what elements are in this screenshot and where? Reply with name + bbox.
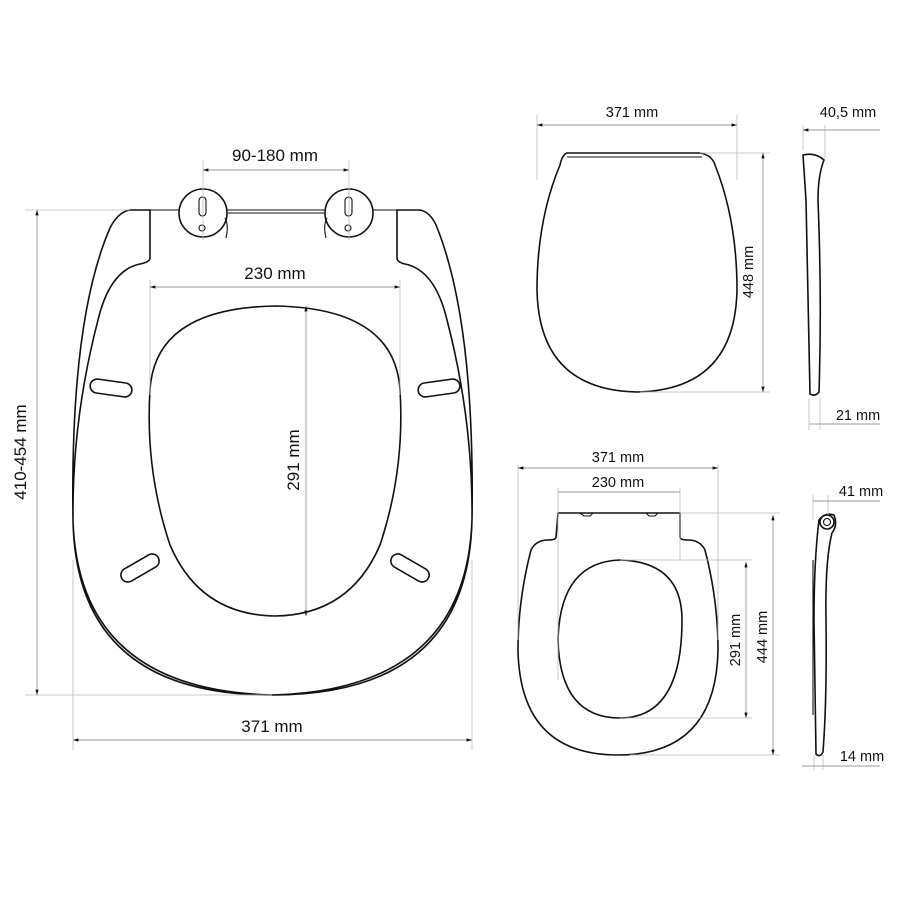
lid-profile: 40,5 mm 21 mm (802, 105, 880, 430)
label-opening-width: 230 mm (244, 264, 305, 283)
bumper-slot-lower-left (120, 553, 160, 583)
seat-profile: 41 mm 14 mm (802, 484, 884, 770)
bumper-slot-upper-left (89, 378, 133, 398)
label-seat-small-opening: 291 mm (728, 614, 744, 666)
label-seat-top-thickness: 41 mm (839, 484, 883, 500)
label-seat-small-width: 371 mm (592, 450, 644, 466)
label-lid-top-thickness: 40,5 mm (820, 105, 876, 121)
seat-small-opening (557, 559, 683, 719)
label-seat-bottom-thickness: 14 mm (840, 749, 884, 765)
label-lid-length: 448 mm (741, 246, 757, 298)
seat-inner-opening (148, 305, 402, 617)
seat-outline (71, 209, 474, 696)
label-seat-small-length: 444 mm (755, 611, 771, 663)
label-hinge-plate-width: 230 mm (592, 475, 644, 491)
seat-view: 371 mm 230 mm 291 mm 444 mm (517, 450, 780, 756)
label-lid-bottom-thickness: 21 mm (836, 408, 880, 424)
hinge-ring (819, 514, 835, 530)
label-hinge-spacing: 90-180 mm (232, 146, 318, 165)
bumper-slot-upper-right (417, 378, 461, 398)
main-seat-view: 90-180 mm 230 mm 291 mm 410-454 mm 371 m… (11, 146, 474, 750)
label-seat-length: 410-454 mm (11, 404, 30, 499)
label-seat-width: 371 mm (241, 717, 302, 736)
lid-view: 371 mm 448 mm (536, 105, 770, 393)
lid-outline (536, 152, 738, 393)
label-opening-length: 291 mm (284, 429, 303, 490)
label-lid-width: 371 mm (606, 105, 658, 121)
seat-profile-outline (813, 513, 837, 757)
bumper-slot-lower-right (390, 553, 430, 583)
lid-profile-outline (802, 153, 825, 396)
